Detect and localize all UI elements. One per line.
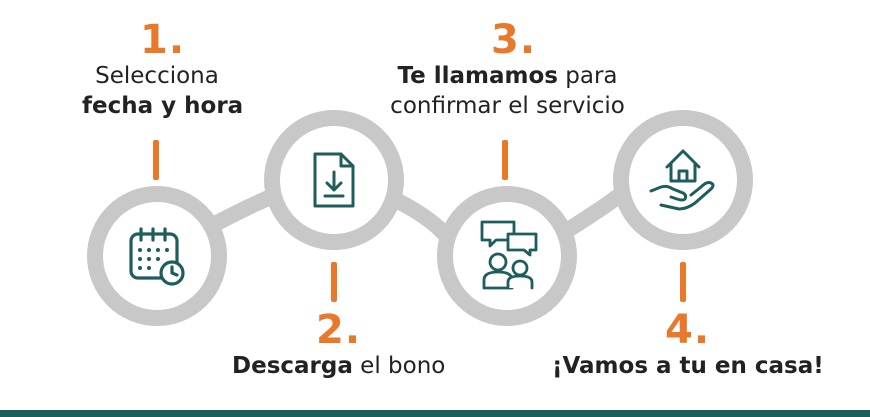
step-4-text: ¡Vamos a tu en casa! [552,352,824,382]
step-1-line1: Selecciona [95,63,219,89]
step-2-text-rest: el bono [352,353,446,379]
step-1-connector [153,140,159,180]
step-4-text-bold: ¡Vamos a tu en casa! [552,353,824,379]
step-1-text: Selecciona fecha y hora [82,62,244,122]
step-4-connector [680,262,686,302]
step-1-number: 1. [140,17,186,63]
footer-bar [0,410,870,417]
step-2-connector [331,262,337,302]
step-4-number: 4. [665,307,711,353]
step-3-line2: confirmar el servicio [390,92,625,119]
step-2-text-bold: Descarga [232,353,353,379]
step-circle-1 [87,186,227,326]
step-1-line2: fecha y hora [82,92,244,119]
step-3-connector [502,140,508,180]
step-circle-3 [437,186,577,326]
step-3-line1: Te llamamos para [397,63,618,89]
step-3-text: Te llamamos para confirmar el servicio [385,62,630,122]
step-2-text: Descarga el bono [232,352,446,382]
step-3-number: 3. [491,17,537,63]
calendar-clock-icon [129,227,185,286]
house-hand-icon [649,149,715,211]
people-chat-icon [480,220,538,290]
download-document-icon [313,152,355,208]
step-2-number: 2. [316,307,362,353]
